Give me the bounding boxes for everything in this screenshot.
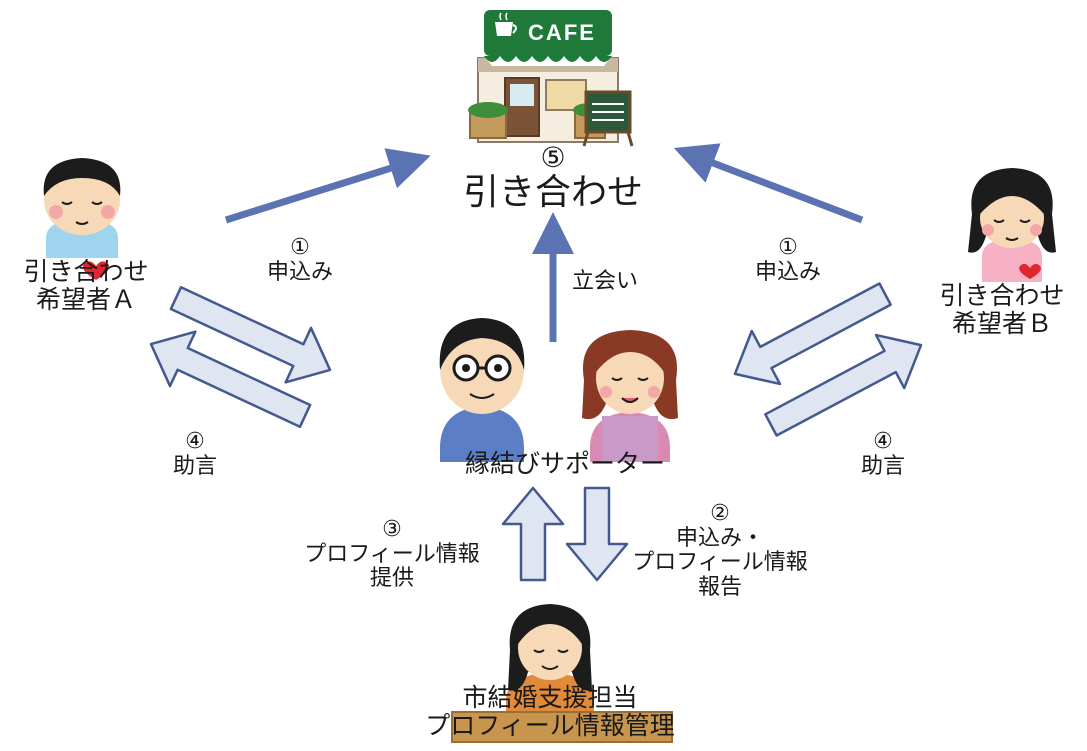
block-arrow-apply-left [169,285,332,384]
report-number: ② [710,501,730,526]
report-label: ② 申込み・ プロフィール情報 報告 [610,501,830,601]
person-b-label: 引き合わせ 希望者Ｂ [922,282,1082,338]
apply-label-right: ① 申込み [738,235,838,285]
advice-left-number: ④ [185,429,205,454]
cafe-illustration: CAFE [468,10,634,147]
desk-shape [451,711,673,743]
meeting-label: ⑤ 引き合わせ [442,142,664,214]
report-line1: 申込み・ [675,525,764,551]
city-staff-illustration [506,604,594,712]
advice-right-text: 助言 [860,453,905,479]
provide-line2: 提供 [369,566,414,592]
provide-label: ③ プロフィール情報 提供 [282,517,502,592]
provide-number: ③ [382,517,402,542]
block-arrow-advice-left [149,330,312,429]
attend-text: 立会い [571,269,638,294]
meeting-number: ⑤ [540,141,566,174]
person-a-label-line2: 希望者Ａ [35,285,136,314]
advice-left-text: 助言 [172,453,217,479]
arrow-a-to-meeting [224,148,431,224]
block-arrow-advice-right [764,333,923,437]
person-a-label: 引き合わせ 希望者Ａ [6,258,166,314]
heart-icon-b [1019,263,1041,279]
coffee-cup-icon [495,12,517,36]
city-line2: プロフィール情報管理 [425,711,675,740]
heart-icon [82,261,110,280]
apply-right-text: 申込み [754,259,821,285]
report-line3: 報告 [697,574,742,600]
block-arrow-apply-right [733,282,892,386]
person-a-illustration [43,158,121,258]
person-a-label-line1: 引き合わせ [23,257,149,286]
person-b-label-line2: 希望者Ｂ [951,309,1052,338]
advice-right-number: ④ [873,429,893,454]
city-label: 市結婚支援担当 プロフィール情報管理 [400,684,700,740]
supporters-label: 縁結びサポーター [420,450,710,478]
apply-right-number: ① [778,235,798,260]
block-arrow-report-down [565,486,629,582]
supporters-text: 縁結びサポーター [464,449,665,478]
cafe-sign: CAFE [528,20,596,45]
apply-left-text: 申込み [266,259,333,285]
menu-board-icon [582,90,634,147]
attend-label: 立会い [560,269,650,295]
apply-left-number: ① [290,235,310,260]
report-line2: プロフィール情報 [632,550,808,576]
apply-label-left: ① 申込み [250,235,350,285]
arrow-b-to-meeting [673,143,864,224]
advice-label-right: ④ 助言 [838,429,928,479]
meeting-title: 引き合わせ [462,172,643,214]
supporter-woman-illustration [582,330,678,462]
block-arrow-provide-up [501,486,565,582]
person-b-illustration [968,168,1056,282]
person-b-label-line1: 引き合わせ [939,281,1065,310]
supporter-man-illustration [439,318,525,462]
city-line1: 市結婚支援担当 [462,683,638,712]
advice-label-left: ④ 助言 [150,429,240,479]
provide-line1: プロフィール情報 [304,541,480,567]
